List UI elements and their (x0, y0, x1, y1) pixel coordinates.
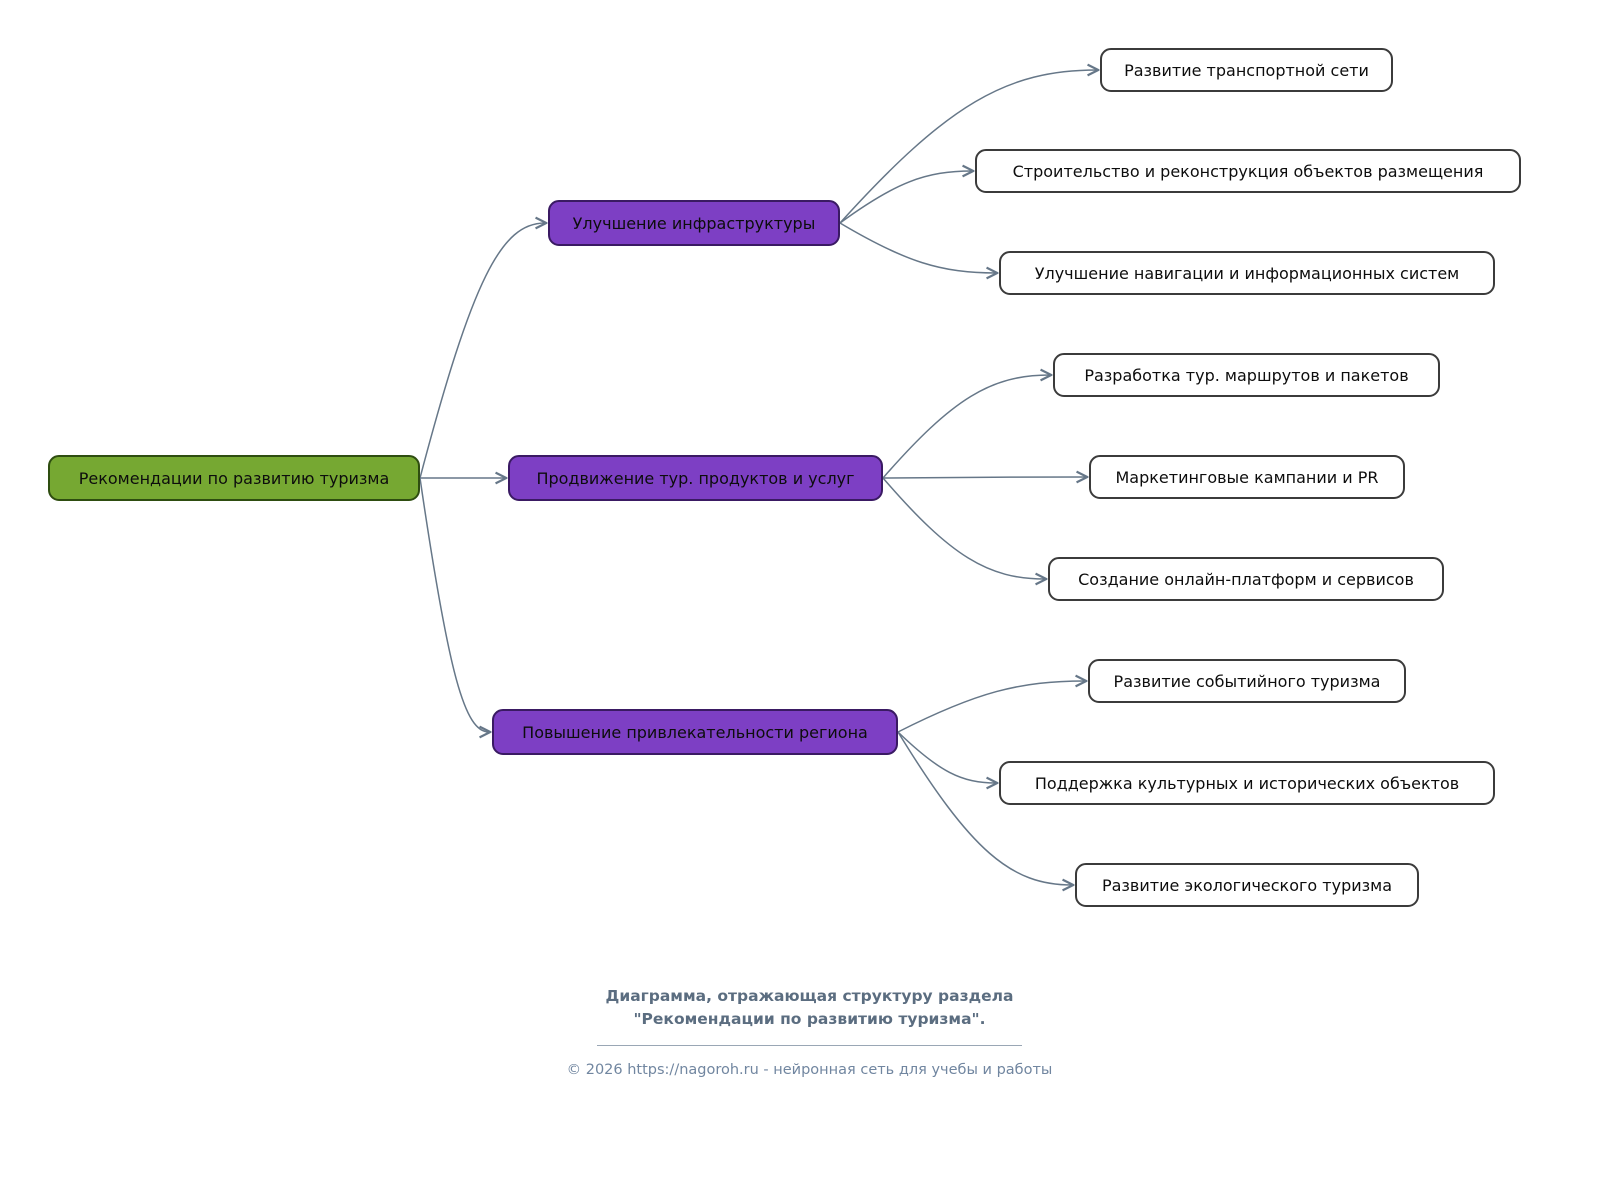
leaf-node-label: Поддержка культурных и исторических объе… (1034, 773, 1460, 793)
leaf-node-label: Развитие событийного туризма (1113, 671, 1381, 691)
branch-node-infrastructure: Улучшение инфраструктуры (548, 200, 840, 246)
copyright-text: © 2026 https://nagoroh.ru - нейронная се… (566, 1062, 1053, 1078)
leaf-node-label: Разработка тур. маршрутов и пакетов (1084, 365, 1409, 385)
branch-node-attractiveness: Повышение привлекательности региона (492, 709, 898, 755)
leaf-node-label: Создание онлайн-платформ и сервисов (1078, 569, 1414, 589)
branch-node-promotion: Продвижение тур. продуктов и услуг (508, 455, 883, 501)
leaf-node-navigation-systems: Улучшение навигации и информационных сис… (999, 251, 1495, 295)
caption-line-2: "Рекомендации по развитию туризма". (633, 1010, 986, 1028)
leaf-node-label: Развитие транспортной сети (1124, 60, 1369, 80)
caption-block: Диаграмма, отражающая структуру раздела … (0, 985, 1619, 1078)
caption-divider (597, 1045, 1022, 1046)
leaf-node-label: Маркетинговые кампании и PR (1115, 467, 1379, 487)
leaf-node-label: Строительство и реконструкция объектов р… (1012, 161, 1484, 181)
leaf-node-accommodation-construction: Строительство и реконструкция объектов р… (975, 149, 1521, 193)
branch-node-label: Продвижение тур. продуктов и услуг (536, 468, 855, 488)
leaf-node-event-tourism: Развитие событийного туризма (1088, 659, 1406, 703)
leaf-node-label: Развитие экологического туризма (1101, 875, 1393, 895)
leaf-node-eco-tourism: Развитие экологического туризма (1075, 863, 1419, 907)
branch-node-label: Повышение привлекательности региона (522, 722, 868, 742)
root-node-label: Рекомендации по развитию туризма (78, 468, 390, 488)
leaf-node-marketing-pr: Маркетинговые кампании и PR (1089, 455, 1405, 499)
leaf-node-routes-packages: Разработка тур. маршрутов и пакетов (1053, 353, 1440, 397)
branch-node-label: Улучшение инфраструктуры (572, 213, 816, 233)
leaf-node-transport-network: Развитие транспортной сети (1100, 48, 1393, 92)
leaf-node-label: Улучшение навигации и информационных сис… (1034, 263, 1460, 283)
leaf-node-online-platforms: Создание онлайн-платформ и сервисов (1048, 557, 1444, 601)
caption-line-1: Диаграмма, отражающая структуру раздела (605, 987, 1014, 1005)
root-node: Рекомендации по развитию туризма (48, 455, 420, 501)
leaf-node-cultural-objects: Поддержка культурных и исторических объе… (999, 761, 1495, 805)
